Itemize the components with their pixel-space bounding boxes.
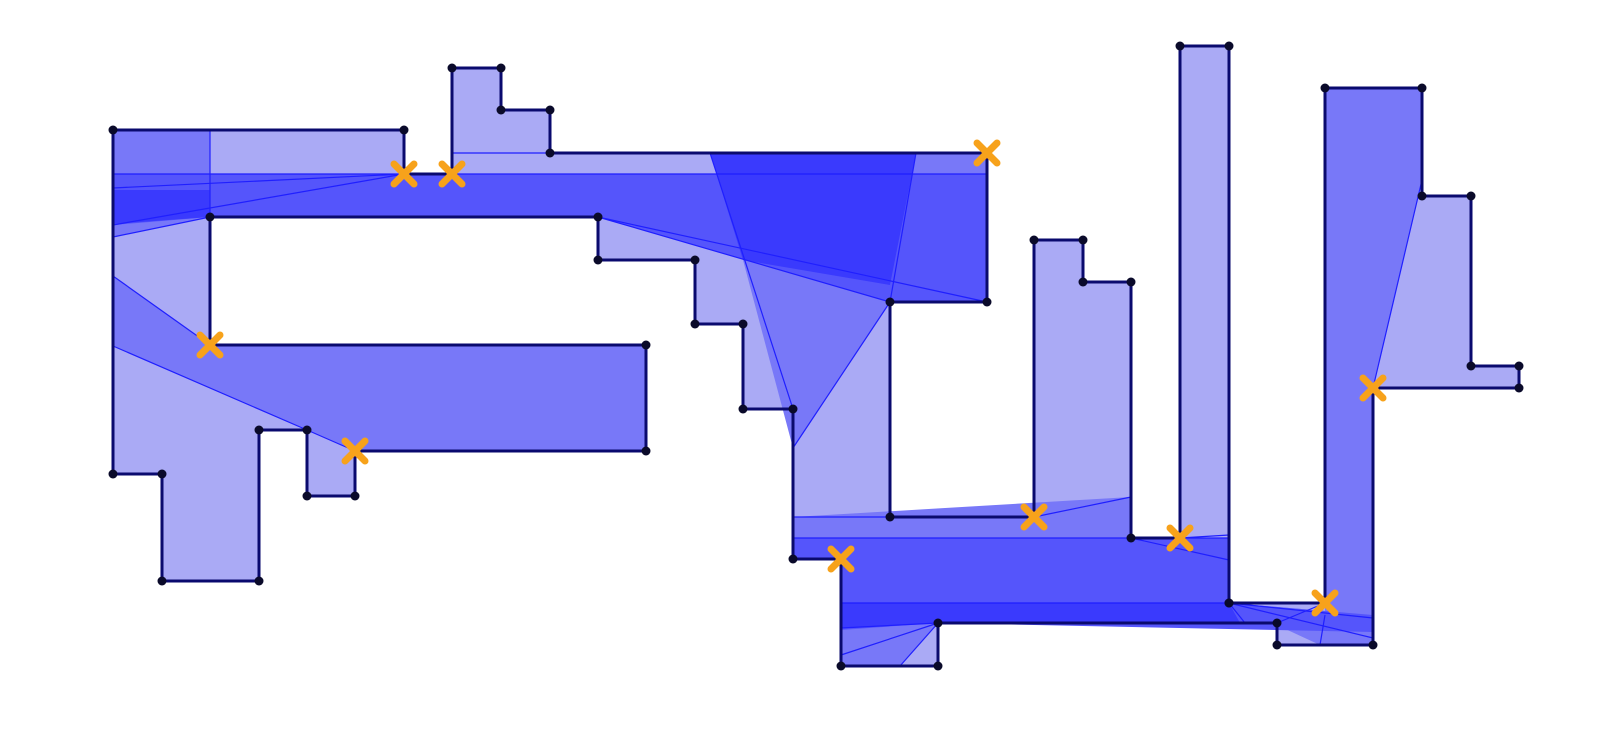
- diagonal: [1372, 179, 1423, 389]
- shaded-regions: [113, 46, 1519, 666]
- vertex-dot: [738, 319, 748, 329]
- vertex-dot: [1514, 361, 1524, 371]
- diagonal: [112, 173, 405, 189]
- vertex-dot: [1320, 83, 1330, 93]
- vertex-dot: [1514, 383, 1524, 393]
- diagonal: [112, 216, 211, 238]
- vertex-dot: [982, 297, 992, 307]
- guard-x-icon: [196, 331, 224, 359]
- vertex-dot: [593, 255, 603, 265]
- vertex-dot: [1224, 41, 1234, 51]
- diagonal: [1179, 534, 1230, 539]
- vertex-dot: [1368, 640, 1378, 650]
- diagonal: [792, 301, 891, 449]
- diagonal: [1033, 496, 1132, 518]
- vertex-dot: [157, 469, 167, 479]
- guard-x-icon: [390, 160, 418, 188]
- vertex-dot: [302, 425, 312, 435]
- guard-x-icon: [1359, 374, 1387, 402]
- partition-diagonals: [112, 130, 1423, 667]
- vertex-dot: [1272, 640, 1282, 650]
- vertex-dot: [545, 105, 555, 115]
- diagonal: [840, 622, 939, 629]
- vertex-dot: [885, 297, 895, 307]
- vertex-dot: [108, 125, 118, 135]
- guard-x-icon: [973, 139, 1001, 167]
- vertex-dot: [836, 661, 846, 671]
- vertex-dot: [545, 148, 555, 158]
- vertex-dot: [1417, 191, 1427, 201]
- vertex-dot: [254, 425, 264, 435]
- diagonal: [1130, 537, 1230, 561]
- vertex-dot: [496, 105, 506, 115]
- vertex-dot: [1466, 191, 1476, 201]
- vertex-dot: [593, 212, 603, 222]
- vertex-dot: [1417, 83, 1427, 93]
- vertex-dot: [254, 576, 264, 586]
- vertex-dot: [1078, 235, 1088, 245]
- vertex-dot: [788, 554, 798, 564]
- diagonal: [1228, 602, 1374, 639]
- vertex-dot: [447, 63, 457, 73]
- guard-x-icon: [341, 437, 369, 465]
- vertex-dot: [350, 491, 360, 501]
- diagonal: [112, 275, 211, 346]
- diagonal: [1319, 614, 1326, 646]
- diagonal: [889, 152, 917, 303]
- vertex-dot: [933, 618, 943, 628]
- region-level-2: [113, 88, 1422, 666]
- vertex-dot: [1466, 361, 1476, 371]
- vertex-dot: [205, 212, 215, 222]
- vertex-dot: [399, 125, 409, 135]
- vertex-dot: [641, 340, 651, 350]
- guard-markers: [196, 139, 1387, 617]
- vertex-dot: [157, 576, 167, 586]
- diagonal: [840, 622, 939, 656]
- diagonal: [899, 622, 939, 667]
- vertex-dot: [885, 512, 895, 522]
- guard-x-icon: [827, 545, 855, 573]
- diagonal: [112, 345, 308, 431]
- vertex-dot: [1126, 277, 1136, 287]
- vertex-dot: [1175, 41, 1185, 51]
- guard-x-icon: [1020, 503, 1048, 531]
- vertex-dot: [788, 404, 798, 414]
- diagonal: [1228, 602, 1374, 619]
- diagonal: [112, 173, 405, 226]
- guard-x-icon: [438, 160, 466, 188]
- guard-x-icon: [1311, 589, 1339, 617]
- vertex-dot: [1078, 277, 1088, 287]
- guard-x-icon: [1166, 524, 1194, 552]
- vertex-dot: [302, 491, 312, 501]
- vertex-dot: [496, 63, 506, 73]
- vertex-dot: [1224, 598, 1234, 608]
- vertex-dot: [738, 404, 748, 414]
- vertex-dot: [1029, 235, 1039, 245]
- vertex-dot: [1272, 618, 1282, 628]
- vertex-dot: [933, 661, 943, 671]
- diagonal: [597, 216, 988, 303]
- diagonal: [597, 216, 891, 303]
- vertex-dot: [690, 255, 700, 265]
- vertex-dot: [690, 319, 700, 329]
- diagonal: [709, 152, 794, 410]
- vertex-dot: [108, 469, 118, 479]
- vertex-dot: [641, 446, 651, 456]
- vertex-dot: [1126, 533, 1136, 543]
